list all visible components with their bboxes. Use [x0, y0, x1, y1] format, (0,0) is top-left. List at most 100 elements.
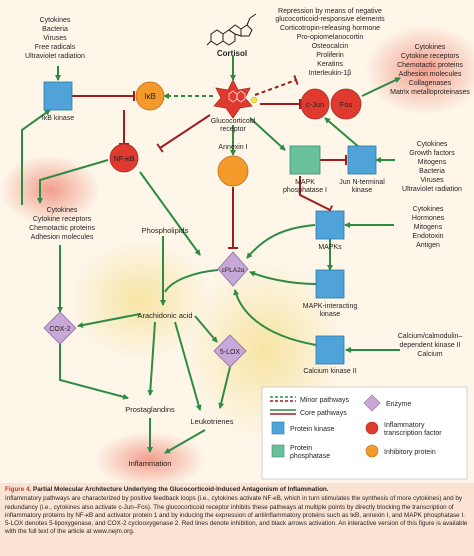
stimulus-label: Cytokines: [40, 17, 71, 24]
ikb-node: [135, 81, 165, 111]
glow: [0, 155, 100, 225]
figure-title: Partial Molecular Architecture Underlyin…: [33, 486, 329, 493]
legend-core-label: Core pathways: [300, 410, 347, 417]
target-label: Cytokines: [415, 44, 446, 51]
cortisol-label: Cortisol: [217, 49, 247, 58]
mapk-interacting-label: MAPK-interacting: [303, 303, 358, 310]
mapk-phosphatase-node: [289, 145, 321, 175]
repression-item: Osteocalcin: [312, 43, 349, 50]
target-label: Cytokines: [47, 207, 78, 214]
legend-tf-label: Inflammatory: [384, 422, 425, 429]
repression-item: Pro-opiomelanocortin: [297, 34, 364, 41]
stimulus-label: Viruses: [420, 177, 444, 184]
receptor-label: receptor: [220, 126, 246, 133]
stimulus-label: Mitogens: [418, 159, 447, 166]
leukotrienes-label: Leukotrienes: [191, 417, 234, 426]
stimuli-top-left: Cytokines Bacteria Viruses Free radicals…: [25, 17, 85, 60]
stimulus-label: Antigen: [416, 242, 440, 249]
pathway-lines: [21, 56, 401, 454]
5lox-node: [213, 334, 247, 368]
target-label: Cytokine receptors: [33, 216, 92, 223]
target-label: Cytokine receptors: [401, 53, 460, 60]
protein-phosphatase-swatch: [271, 444, 285, 458]
cjun-node: [300, 88, 330, 120]
legend-phosphatase-label: Protein: [290, 445, 312, 452]
receptor-label: Glucocorticoid: [211, 118, 255, 125]
repression-heading: glucocorticoid-responsive elements: [275, 16, 385, 23]
repression-heading: Repression by means of negative: [278, 8, 382, 15]
ap1-targets-list: Cytokines Cytokine receptors Chemotactic…: [390, 44, 470, 96]
legend-inhibitory-label: Inhibitory protein: [384, 449, 436, 456]
mapk-interacting-kinase-node: [315, 269, 345, 299]
legend-kinase-label: Protein kinase: [290, 426, 334, 433]
stimulus-label: Endotoxin: [412, 233, 443, 240]
fos-node: [330, 88, 362, 120]
calcium-kinase-node: [315, 335, 345, 365]
calcium-stimuli-list: Calcium/calmodulin– dependent kinase II …: [398, 333, 463, 358]
protein-kinase-swatch: [271, 421, 285, 435]
cpla2-node: [217, 251, 249, 287]
stimulus-label: Growth factors: [409, 150, 455, 157]
inflammation-label: Inflammation: [129, 459, 172, 468]
ikb-label: IκB: [144, 92, 156, 101]
annexin-node: [217, 155, 249, 187]
arachidonic-acid-label: Arachidonic acid: [137, 311, 192, 320]
stimulus-label: Hormones: [412, 215, 445, 222]
fos-label: Fos: [340, 100, 353, 109]
jnk-stimuli-list: Cytokines Growth factors Mitogens Bacter…: [402, 141, 462, 193]
jnk-node: [347, 145, 377, 175]
stimulus-label: Mitogens: [414, 224, 443, 231]
cpla2-label: cPLA2α: [222, 267, 245, 274]
stimulus-label: dependent kinase II: [399, 342, 460, 349]
repression-item: Proliferin: [316, 52, 344, 59]
legend-tf-label: transcription factor: [384, 430, 442, 437]
glow: [70, 240, 210, 360]
target-label: Chemotactic proteins: [397, 62, 463, 69]
inhibitory-protein-swatch: [365, 444, 379, 458]
jnk-label: kinase: [352, 187, 372, 194]
phospholipids-label: Phospholipids: [142, 226, 189, 235]
cjun-label: c-Jun: [306, 100, 324, 109]
transcription-factor-swatch: [365, 421, 379, 435]
prostaglandins-label: Prostaglandins: [125, 405, 175, 414]
repression-item: Corticotropin-releasing hormone: [280, 25, 380, 32]
figure-caption-body: Inflammatory pathways are characterized …: [5, 495, 468, 536]
ikb-kinase-label: IκB kinase: [42, 115, 74, 122]
ikb-kinase-node: [43, 81, 73, 111]
mapk-phosphatase-label: phosphatase I: [283, 187, 327, 194]
stimulus-label: Bacteria: [42, 26, 68, 33]
target-label: Collagenases: [409, 80, 452, 87]
glow: [365, 25, 474, 115]
stimulus-label: Ultraviolet radiation: [402, 186, 462, 193]
stimulus-label: Free radicals: [35, 44, 76, 51]
cortisol-molecule: [206, 13, 257, 46]
nfkb-label: NF-κB: [113, 154, 134, 163]
cox2-node: [43, 311, 77, 345]
target-label: Adhesion molecules: [31, 234, 94, 241]
legend-enzyme-label: Enzyme: [386, 401, 411, 408]
glucocorticoid-receptor: [213, 79, 258, 119]
stimulus-label: Bacteria: [419, 168, 445, 175]
target-label: Chemotactic proteins: [29, 225, 95, 232]
jnk-label: Jun N-terminal: [339, 179, 385, 186]
mapk-stimuli-list: Cytokines Hormones Mitogens Endotoxin An…: [412, 206, 445, 249]
repression-list: Repression by means of negative glucocor…: [275, 8, 385, 77]
figure-caption: Figure 4. Partial Molecular Architecture…: [0, 483, 474, 556]
nfkb-node: [109, 143, 139, 173]
nfkb-targets-list: Cytokines Cytokine receptors Chemotactic…: [29, 207, 95, 241]
stimulus-label: Viruses: [43, 35, 67, 42]
5lox-label: 5-LOX: [220, 349, 241, 356]
stimulus-label: Ultraviolet radiation: [25, 53, 85, 60]
repression-item: Keratins: [317, 61, 343, 68]
mapk-phosphatase-label: MAPK: [295, 179, 315, 186]
legend-phosphatase-label: phosphatase: [290, 453, 330, 460]
stimulus-label: Cytokines: [417, 141, 448, 148]
mapk-interacting-label: kinase: [320, 311, 340, 318]
cox2-label: COX-2: [49, 326, 71, 333]
target-label: Matrix metalloproteinases: [390, 89, 470, 96]
mapks-label: MAPKs: [318, 244, 342, 251]
figure-number: Figure 4.: [5, 486, 32, 493]
annexin-label: Annexin I: [218, 144, 247, 151]
stimulus-label: Cytokines: [413, 206, 444, 213]
